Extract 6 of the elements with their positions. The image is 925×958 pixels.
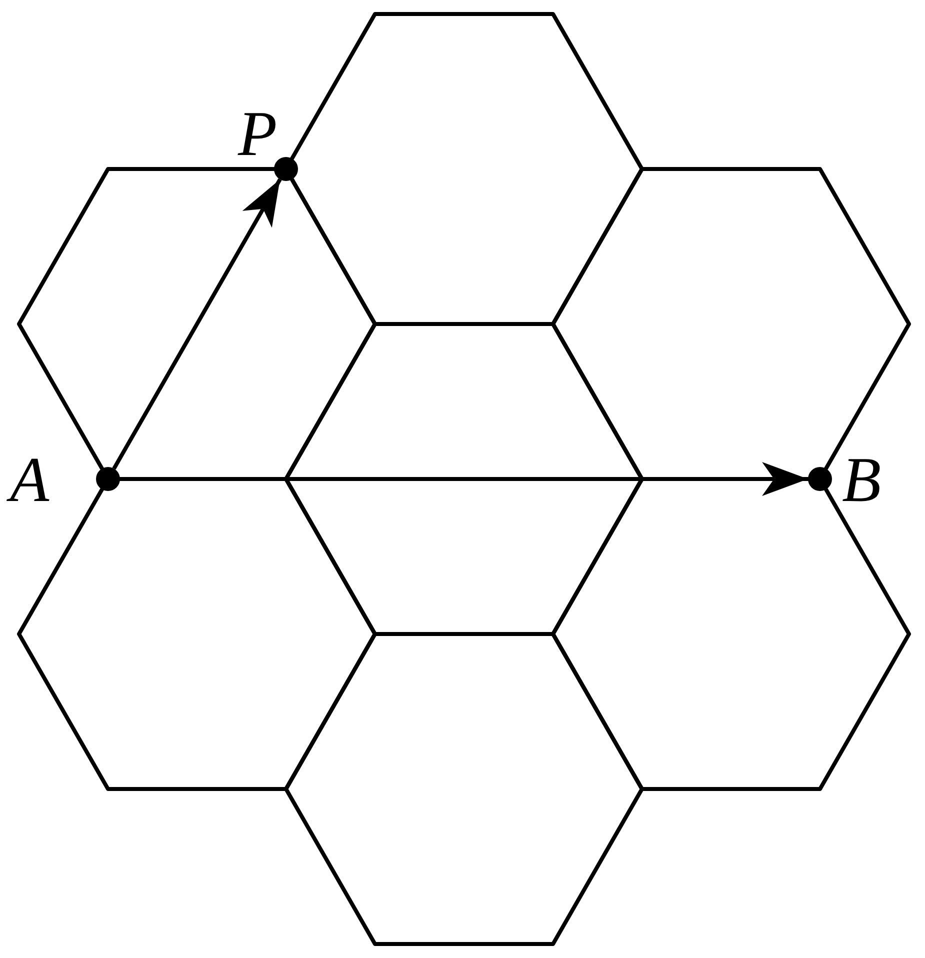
point-dot [96, 467, 120, 491]
point-label: B [842, 448, 882, 512]
point-label: P [238, 102, 278, 166]
arrow [112, 178, 282, 470]
point-dot [808, 467, 832, 491]
point-dot [274, 157, 298, 181]
